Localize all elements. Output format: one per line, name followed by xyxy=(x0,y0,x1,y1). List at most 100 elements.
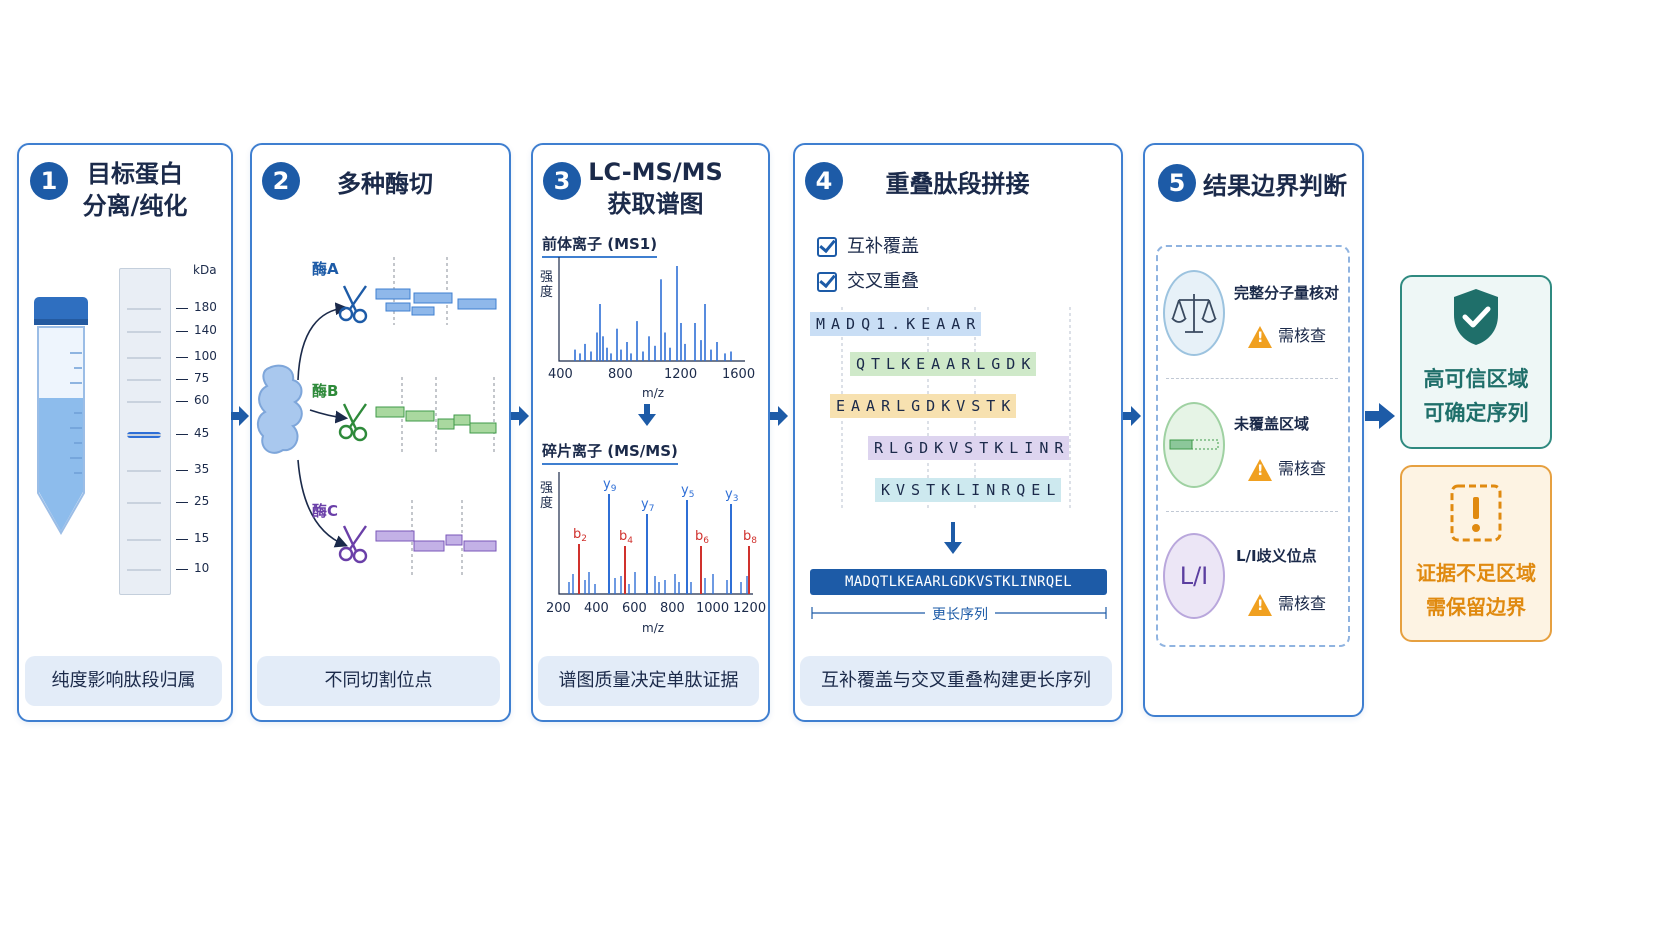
centrifuge-tube-icon xyxy=(34,297,88,536)
gel-marker-label: 180 xyxy=(194,300,217,314)
gel-ladder-band xyxy=(127,357,161,359)
ms2-ion-label: b6 xyxy=(695,529,709,546)
gel-marker-label: 100 xyxy=(194,349,217,363)
ms2-tick-label: 600 xyxy=(622,601,647,616)
balance-scale-icon xyxy=(1163,270,1225,356)
judgement-item-1-need: 需核查 xyxy=(1248,322,1326,348)
flow-arrow-1 xyxy=(231,406,249,426)
panel-5-title: 结果边界判断 xyxy=(1203,172,1347,200)
outcome-high-confidence: 高可信区域 可确定序列 xyxy=(1400,275,1552,449)
outcome-insufficient: 证据不足区域 需保留边界 xyxy=(1400,465,1552,642)
gel-ladder-band xyxy=(127,401,161,403)
gel-marker-label: 45 xyxy=(194,426,210,440)
warning-icon xyxy=(1248,325,1272,348)
enzyme-a-label: 酶A xyxy=(312,260,339,278)
warning-icon xyxy=(1248,458,1272,481)
digestion-fragments xyxy=(375,257,497,577)
gel-ladder-band xyxy=(127,379,161,381)
ms1-tick-label: 400 xyxy=(548,367,573,382)
ms1-label-text: 前体离子 (MS1) xyxy=(542,235,658,253)
uncovered-bar-icon xyxy=(1163,402,1225,488)
panel-4-footer: 互补覆盖与交叉重叠构建更长序列 xyxy=(800,656,1112,706)
panel-3-footer: 谱图质量决定单肽证据 xyxy=(538,656,759,706)
gel-marker-tick xyxy=(176,502,188,503)
gel-marker-tick xyxy=(176,401,188,402)
flow-arrow-2 xyxy=(511,406,529,426)
judgement-item-1-label: 完整分子量核对 xyxy=(1234,284,1340,302)
assembled-sequence: MADQTLKEAARLGDKVSTKLINRQEL xyxy=(810,569,1107,595)
step-number-3: 3 xyxy=(543,162,581,200)
gel-marker-tick xyxy=(176,379,188,380)
enzyme-b-label: 酶B xyxy=(312,382,339,400)
judgement-divider xyxy=(1166,378,1338,379)
panel-assembly xyxy=(793,143,1123,722)
alert-icon xyxy=(1450,484,1502,542)
gel-marker-label: 140 xyxy=(194,323,217,337)
enzyme-c-label: 酶C xyxy=(312,502,339,520)
step-number-2: 2 xyxy=(262,162,300,200)
leucine-isoleucine-icon: L/I xyxy=(1163,533,1225,619)
peptide-fragment: QTLKEAARLGDK xyxy=(850,352,1037,376)
gel-marker-label: 10 xyxy=(194,561,210,575)
result-caption: 更长序列 xyxy=(925,604,995,624)
judgement-item-2-need: 需核查 xyxy=(1248,455,1326,481)
protein-blob-icon xyxy=(257,364,303,454)
peptide-fragment: MADQ1.KEAAR xyxy=(810,312,982,336)
judgement-item-1-need-text: 需核查 xyxy=(1278,326,1327,345)
checkbox-icon xyxy=(817,272,837,292)
shield-check-icon xyxy=(1454,289,1498,345)
gel-ladder-band xyxy=(127,569,161,571)
outcome-insufficient-line1: 证据不足区域 xyxy=(1416,561,1536,585)
check-cross-overlap-text: 交叉重叠 xyxy=(847,271,919,292)
check-complementary-text: 互补覆盖 xyxy=(847,236,919,257)
gel-marker-tick xyxy=(176,470,188,471)
ms2-tick-label: 1200 xyxy=(733,601,767,616)
step-number-4: 4 xyxy=(805,162,843,200)
judgement-item-3-label: L/I歧义位点 xyxy=(1236,547,1317,565)
gel-marker-tick xyxy=(176,434,188,435)
check-cross-overlap: 交叉重叠 xyxy=(817,267,919,293)
panel-4-title: 重叠肽段拼接 xyxy=(885,170,1030,198)
flow-arrow-5 xyxy=(1365,403,1395,429)
gel-marker-tick xyxy=(176,569,188,570)
ms1-xlabel: m/z xyxy=(642,386,665,400)
ms2-label: 碎片离子 (MS/MS) xyxy=(542,440,678,465)
gel-marker-label: 15 xyxy=(194,531,210,545)
ms2-tick-label: 1000 xyxy=(696,601,730,616)
ms2-tick-label: 400 xyxy=(584,601,609,616)
gel-ladder-band xyxy=(127,470,161,472)
ms2-ion-label: y9 xyxy=(603,477,617,494)
outcome-insufficient-line2: 需保留边界 xyxy=(1426,595,1526,619)
judgement-item-2-need-text: 需核查 xyxy=(1278,459,1327,478)
panel-lcmsms xyxy=(531,143,770,722)
ms2-ion-label: y3 xyxy=(725,487,738,504)
ms2-xlabel: m/z xyxy=(642,621,665,635)
ms1-tick-label: 800 xyxy=(608,367,633,382)
ms1-ylabel: 强 度 xyxy=(540,270,554,300)
ms1-tick-label: 1200 xyxy=(664,367,698,382)
panel-2-footer: 不同切割位点 xyxy=(257,656,500,706)
gel-marker-tick xyxy=(176,331,188,332)
gel-marker-tick xyxy=(176,539,188,540)
checkbox-icon xyxy=(817,237,837,257)
ms2-axes xyxy=(558,472,753,595)
gel-ladder-band xyxy=(127,539,161,541)
peptide-fragment: KVSTKLINRQEL xyxy=(875,478,1062,502)
panel-1-title-text: 目标蛋白 分离/纯化 xyxy=(82,160,188,220)
gel-marker-tick xyxy=(176,308,188,309)
li-icon-text: L/I xyxy=(1179,562,1209,590)
gel-marker-label: 35 xyxy=(194,462,210,476)
ms2-label-text: 碎片离子 (MS/MS) xyxy=(542,442,678,460)
judgement-divider xyxy=(1166,511,1338,512)
gel-marker-tick xyxy=(176,357,188,358)
ms1-tick-label: 1600 xyxy=(722,367,756,382)
peptide-fragment: RLGDKVSTKLINR xyxy=(868,436,1070,460)
gel-ladder-band xyxy=(127,502,161,504)
enzyme-branch-arrows xyxy=(297,302,349,548)
overlap-guides xyxy=(841,307,1071,510)
ms2-tick-label: 800 xyxy=(660,601,685,616)
ms2-ion-label: y7 xyxy=(641,497,654,514)
outcome-high-line1: 高可信区域 xyxy=(1423,367,1529,391)
ms1-label: 前体离子 (MS1) xyxy=(542,233,658,258)
